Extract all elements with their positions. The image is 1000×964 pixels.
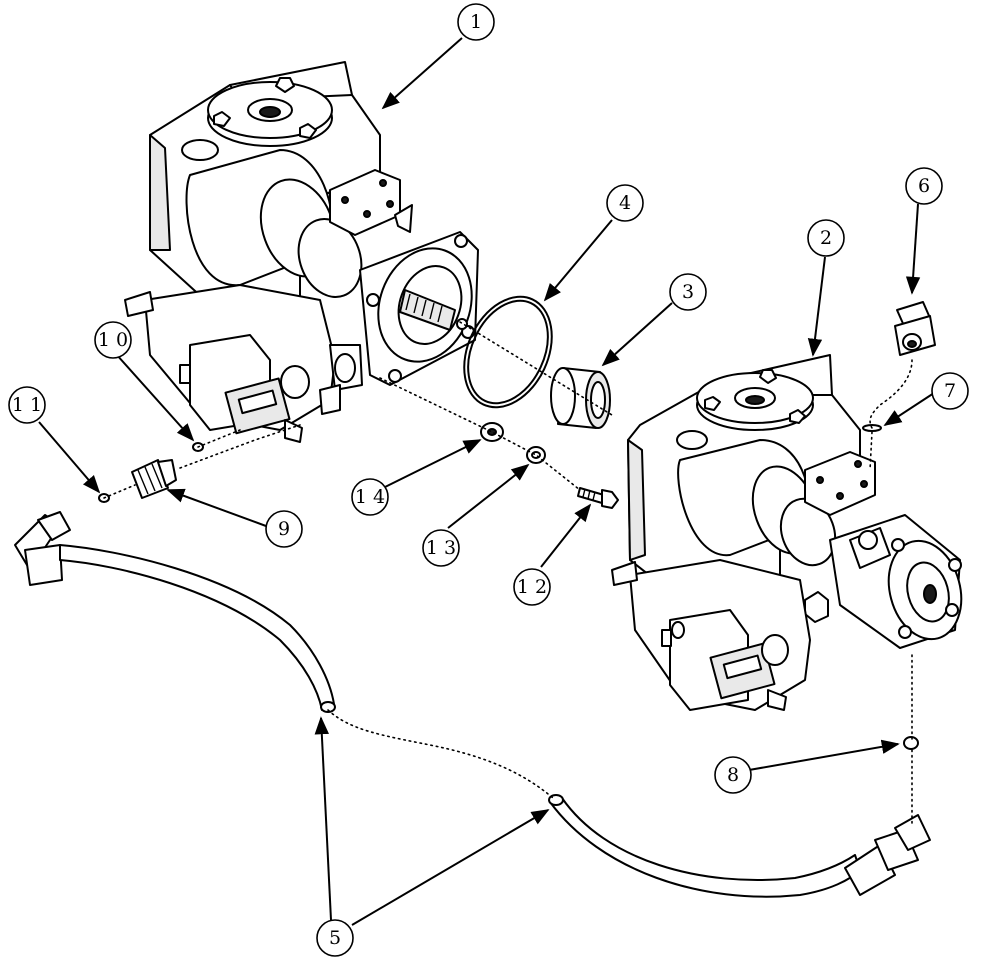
- callout-12-label: 1 2: [517, 576, 547, 598]
- callout-3: 3: [669, 273, 707, 311]
- assembly-lines: [103, 321, 913, 826]
- callout-6: 6: [905, 167, 943, 205]
- callout-5-label: 5: [329, 927, 341, 949]
- elbow-fitting-6: [894, 301, 936, 356]
- callout-9-label: 9: [278, 518, 290, 540]
- callout-13: 1 3: [422, 529, 460, 567]
- coupler-3: [550, 367, 611, 429]
- leader-arrows: [38, 37, 935, 926]
- callout-7-label: 7: [944, 380, 956, 402]
- callout-6-label: 6: [918, 175, 930, 197]
- lock-washer-13: [526, 446, 546, 464]
- callout-1: 1: [457, 3, 495, 41]
- callout-7: 7: [931, 372, 969, 410]
- callout-9: 9: [265, 510, 303, 548]
- callout-4-label: 4: [619, 192, 631, 214]
- o-ring-4: [463, 295, 553, 409]
- o-ring-8: [903, 736, 919, 750]
- callout-10: 1 0: [94, 321, 132, 359]
- callout-5: 5: [316, 919, 354, 957]
- callout-8: 8: [714, 756, 752, 794]
- pump-1: [124, 61, 479, 443]
- callout-14-label: 1 4: [355, 486, 385, 508]
- callout-10-label: 1 0: [98, 329, 128, 351]
- washer-14: [480, 422, 504, 442]
- callout-13-label: 1 3: [426, 537, 456, 559]
- fitting-9: [131, 459, 177, 499]
- pump-2: [611, 354, 963, 711]
- callout-2-label: 2: [820, 227, 832, 249]
- callout-2: 2: [807, 219, 845, 257]
- callout-11-label: 1 1: [12, 394, 42, 416]
- callout-11: 1 1: [8, 386, 46, 424]
- bolt-12: [577, 487, 619, 509]
- callout-12: 1 2: [513, 568, 551, 606]
- callout-4: 4: [606, 184, 644, 222]
- callout-14: 1 4: [351, 478, 389, 516]
- callout-1-label: 1: [470, 11, 482, 33]
- hose-5: [14, 511, 931, 898]
- callout-3-label: 3: [682, 281, 694, 303]
- callout-8-label: 8: [727, 764, 739, 786]
